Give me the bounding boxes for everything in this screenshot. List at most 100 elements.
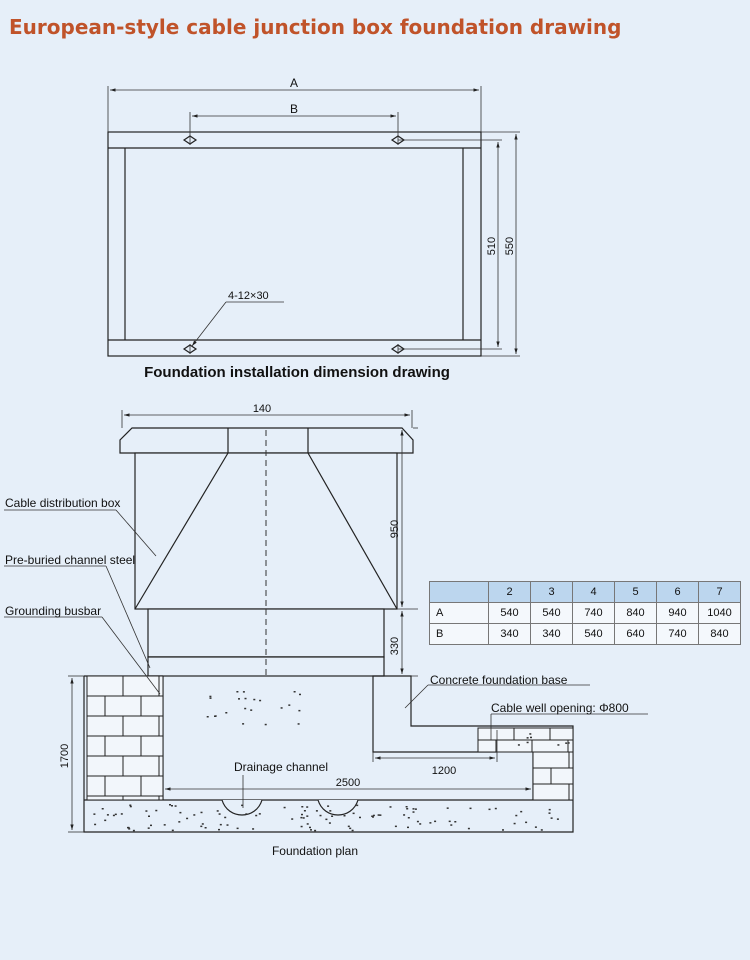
gravel-dot <box>178 821 181 823</box>
brick <box>549 727 574 741</box>
dimension-1700: 1700 <box>59 675 84 833</box>
dimension-a: A <box>107 76 482 132</box>
gravel-dot <box>209 695 212 698</box>
table-cell: B <box>429 623 489 645</box>
gravel-dot <box>520 810 523 813</box>
brick <box>86 715 124 737</box>
gravel-dot <box>147 827 150 829</box>
gravel-dot <box>467 827 470 830</box>
gravel-dot <box>379 814 382 816</box>
brick <box>86 675 124 697</box>
gravel-dot <box>238 698 240 700</box>
gravel-dot <box>236 691 239 693</box>
gravel-dot <box>193 814 196 816</box>
table-cell: 740 <box>656 623 699 645</box>
gravel-dot <box>216 810 219 812</box>
brick <box>550 767 574 785</box>
brick <box>158 755 164 777</box>
gravel-dot <box>414 808 417 810</box>
gravel-dot <box>291 818 294 820</box>
cable-distribution-box <box>134 430 398 676</box>
table-cell: 640 <box>614 623 657 645</box>
brick <box>86 795 124 801</box>
gravel-dot <box>347 825 350 828</box>
brick <box>86 735 106 757</box>
callout-grounding: Grounding busbar <box>4 604 161 695</box>
gravel-dot <box>351 829 354 832</box>
gravel-dot <box>179 811 182 814</box>
gravel-dot <box>214 715 217 717</box>
dimension-2500: 2500 <box>165 777 531 791</box>
gravel-dot <box>225 712 228 714</box>
dim-1200-label: 1200 <box>432 765 456 777</box>
gravel-dot <box>557 744 560 746</box>
gravel-dot <box>343 815 346 817</box>
dimension-950-330: 950 330 <box>384 427 418 677</box>
callout-cable-box: Cable distribution box <box>4 496 157 557</box>
gravel-dot <box>309 826 311 829</box>
label-cable-well: Cable well opening: Φ800 <box>491 701 629 715</box>
dimension-b: B <box>189 102 399 136</box>
brick <box>568 783 574 801</box>
gravel-dot <box>169 804 171 806</box>
gravel-dot <box>315 810 318 812</box>
gravel-dot <box>525 821 528 824</box>
gravel-dot <box>314 829 317 832</box>
gravel-dot <box>540 829 543 831</box>
gravel-dot <box>171 805 173 807</box>
gravel-dot <box>218 828 220 831</box>
brick <box>86 755 124 777</box>
table-cell: 540 <box>572 623 615 645</box>
gravel-dot <box>534 826 537 828</box>
gravel-dot <box>412 808 415 810</box>
table-cell: 940 <box>656 602 699 624</box>
brick <box>140 735 164 757</box>
gravel-dot <box>218 813 221 815</box>
gravel-dot <box>389 806 392 808</box>
table-header-cell <box>429 581 489 603</box>
table-header-cell: 7 <box>698 581 741 603</box>
dimension-510-550: 510 550 <box>398 131 520 357</box>
gravel-dot <box>206 716 209 718</box>
gravel-dot <box>372 816 374 818</box>
gravel-dot <box>331 815 334 817</box>
gravel-dot <box>306 806 309 808</box>
gravel-dot <box>280 707 283 709</box>
dim-330-label: 330 <box>389 637 401 655</box>
brick-wall <box>86 675 574 801</box>
gravel-dot <box>407 817 410 819</box>
gravel-dot <box>349 827 352 830</box>
brick <box>158 795 164 801</box>
gravel-dot <box>429 822 432 824</box>
brick <box>104 775 142 797</box>
gravel-dot <box>403 814 406 816</box>
table-cell: 540 <box>488 602 531 624</box>
gravel-dot <box>264 723 267 726</box>
gravel-dot <box>209 697 212 699</box>
gravel-dot <box>565 742 568 744</box>
gravel-dot <box>163 824 166 826</box>
gravel-dot <box>407 826 409 829</box>
dim-510-label: 510 <box>486 237 498 255</box>
table-header-cell: 5 <box>614 581 657 603</box>
gravel-dot <box>242 723 245 725</box>
label-drainage: Drainage channel <box>234 760 328 774</box>
gravel-dot <box>556 818 559 820</box>
dim-950-label: 950 <box>389 520 401 538</box>
brick <box>532 767 552 785</box>
gravel-dot <box>352 812 355 815</box>
gravel-dot <box>301 806 304 808</box>
gravel-dot <box>106 814 109 816</box>
page-title: European-style cable junction box founda… <box>9 15 622 39</box>
gravel-dot <box>310 829 312 831</box>
gravel-dot <box>112 814 115 817</box>
gravel-dot <box>548 812 551 814</box>
gravel-dot <box>104 819 107 822</box>
gravel-dot <box>171 829 174 832</box>
gravel-dot <box>297 723 300 725</box>
gravel-dot <box>372 814 375 817</box>
gravel-dot <box>548 808 551 811</box>
brick <box>140 695 164 717</box>
